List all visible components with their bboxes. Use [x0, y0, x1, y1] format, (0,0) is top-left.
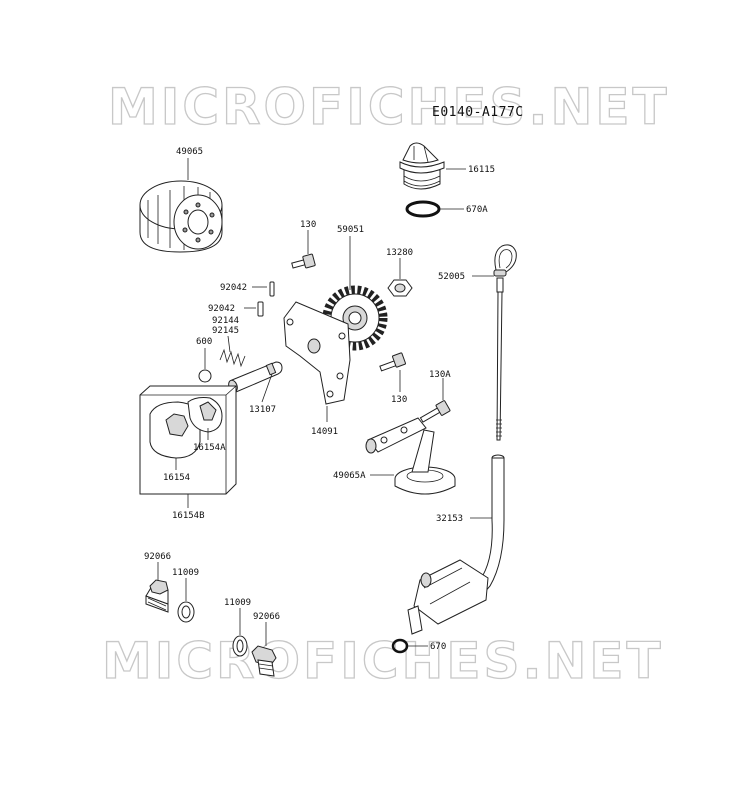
dowel-pin-92042-upper-part[interactable]: [269, 281, 275, 297]
label-16154[interactable]: 16154: [163, 473, 190, 483]
label-92066-right[interactable]: 92066: [253, 612, 280, 622]
label-52005[interactable]: 52005: [438, 272, 465, 282]
drain-plug-92066-right-part[interactable]: [251, 645, 277, 677]
label-92042-lower[interactable]: 92042: [208, 304, 235, 314]
shaft-13107-part[interactable]: [227, 361, 283, 393]
oil-gauge-pipe-32153-part[interactable]: [407, 454, 505, 635]
label-16154b[interactable]: 16154B: [172, 511, 205, 521]
label-130-lower[interactable]: 130: [391, 395, 407, 405]
bolt-130-lower-part[interactable]: [379, 352, 406, 372]
label-13107[interactable]: 13107: [249, 405, 276, 415]
dowel-pin-92042-lower-part[interactable]: [257, 301, 264, 317]
watermark-top: MICROFICHES.NET: [108, 78, 670, 136]
oil-filler-cap-part[interactable]: [399, 142, 445, 190]
label-670[interactable]: 670: [430, 642, 446, 652]
label-670a[interactable]: 670A: [466, 205, 488, 215]
oil-filter-part[interactable]: [139, 180, 223, 253]
label-92042-upper[interactable]: 92042: [220, 283, 247, 293]
dipstick-52005-part[interactable]: [493, 244, 517, 441]
label-11009-left[interactable]: 11009: [172, 568, 199, 578]
label-13280[interactable]: 13280: [386, 248, 413, 258]
drain-plug-92066-left-part[interactable]: [145, 579, 169, 613]
label-130a[interactable]: 130A: [429, 370, 451, 380]
label-92145[interactable]: 92145: [212, 326, 239, 336]
label-49065[interactable]: 49065: [176, 147, 203, 157]
label-600[interactable]: 600: [196, 337, 212, 347]
o-ring-670-part[interactable]: [391, 638, 409, 654]
rotor-16154-part[interactable]: [149, 401, 201, 459]
spring-92144-part[interactable]: [219, 348, 246, 368]
watermark-bottom: MICROFICHES.NET: [102, 632, 664, 690]
label-130-top[interactable]: 130: [300, 220, 316, 230]
label-92144[interactable]: 92144: [212, 316, 239, 326]
label-16154a[interactable]: 16154A: [193, 443, 226, 453]
bolt-130a-part[interactable]: [419, 400, 451, 423]
rotor-16154a-part[interactable]: [187, 397, 223, 433]
label-49065a[interactable]: 49065A: [333, 471, 366, 481]
o-ring-670a-part[interactable]: [405, 200, 441, 218]
ball-600-part[interactable]: [198, 369, 212, 383]
nut-13280-part[interactable]: [387, 279, 413, 297]
label-59051[interactable]: 59051: [337, 225, 364, 235]
label-11009-right[interactable]: 11009: [224, 598, 251, 608]
label-32153[interactable]: 32153: [436, 514, 463, 524]
oil-pump-plate-14091-part[interactable]: [283, 301, 351, 405]
oil-strainer-49065a-part[interactable]: [365, 417, 456, 495]
label-14091[interactable]: 14091: [311, 427, 338, 437]
label-92066-left[interactable]: 92066: [144, 552, 171, 562]
diagram-code: E0140-A177C: [432, 105, 524, 120]
bolt-130-top-part[interactable]: [291, 253, 316, 269]
label-16115[interactable]: 16115: [468, 165, 495, 175]
